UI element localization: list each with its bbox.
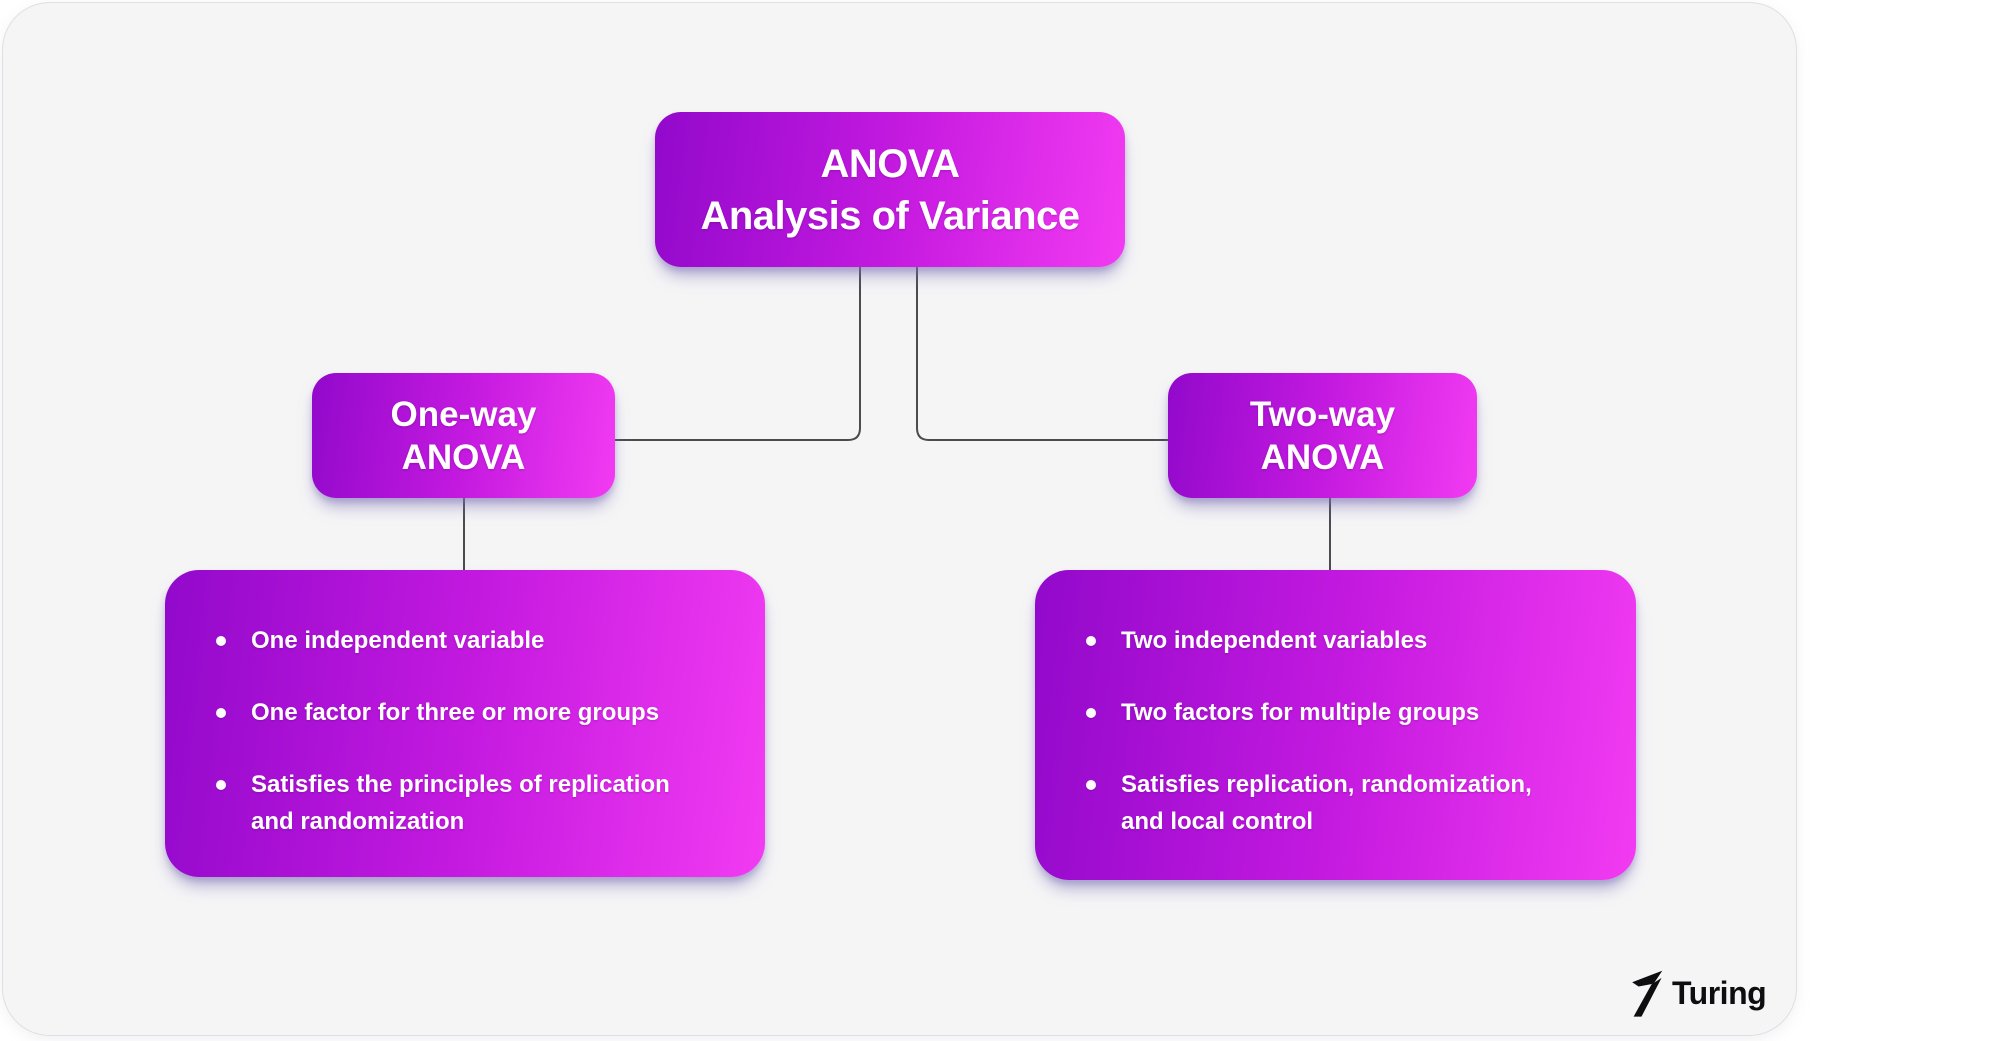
turing-logo-text: Turing [1672,974,1767,1011]
one-way-bullet-2: One factor for three or more groups [251,699,660,726]
bullet-icon [216,636,226,646]
bullet-icon [1086,708,1096,718]
two-way-bullet-1: Two independent variables [1121,627,1428,654]
one-way-bullet-1: One independent variable [251,627,545,654]
one-way-node-title: One-way ANOVA [390,394,537,477]
two-way-bullet-3: Satisfies replication, randomization, an… [1121,771,1532,835]
bullet-icon [1086,636,1096,646]
root-node-anova: ANOVA Analysis of Variance [655,112,1125,267]
list-item: Two independent variables [1086,622,1532,659]
branch-node-one-way: One-way ANOVA [312,373,615,498]
list-item: Two factors for multiple groups [1086,694,1532,731]
list-item: Satisfies replication, randomization, an… [1086,766,1532,840]
list-item: Satisfies the principles of replication … [216,766,670,840]
root-node-title: ANOVA Analysis of Variance [700,141,1080,238]
two-way-node-title: Two-way ANOVA [1249,394,1396,477]
list-item: One independent variable [216,622,670,659]
bullet-icon [1086,780,1096,790]
two-way-detail-box: Two independent variables Two factors fo… [1035,570,1636,880]
turing-logo: Turing [1630,969,1767,1017]
bullet-icon [216,780,226,790]
two-way-bullet-list: Two independent variables Two factors fo… [1035,570,1554,880]
two-way-bullet-2: Two factors for multiple groups [1121,699,1480,726]
one-way-detail-box: One independent variable One factor for … [165,570,765,877]
list-item: One factor for three or more groups [216,694,670,731]
branch-node-two-way: Two-way ANOVA [1168,373,1477,498]
bullet-icon [216,708,226,718]
one-way-bullet-3: Satisfies the principles of replication … [251,771,670,835]
turing-logo-icon [1632,970,1663,1017]
one-way-bullet-list: One independent variable One factor for … [165,570,692,877]
